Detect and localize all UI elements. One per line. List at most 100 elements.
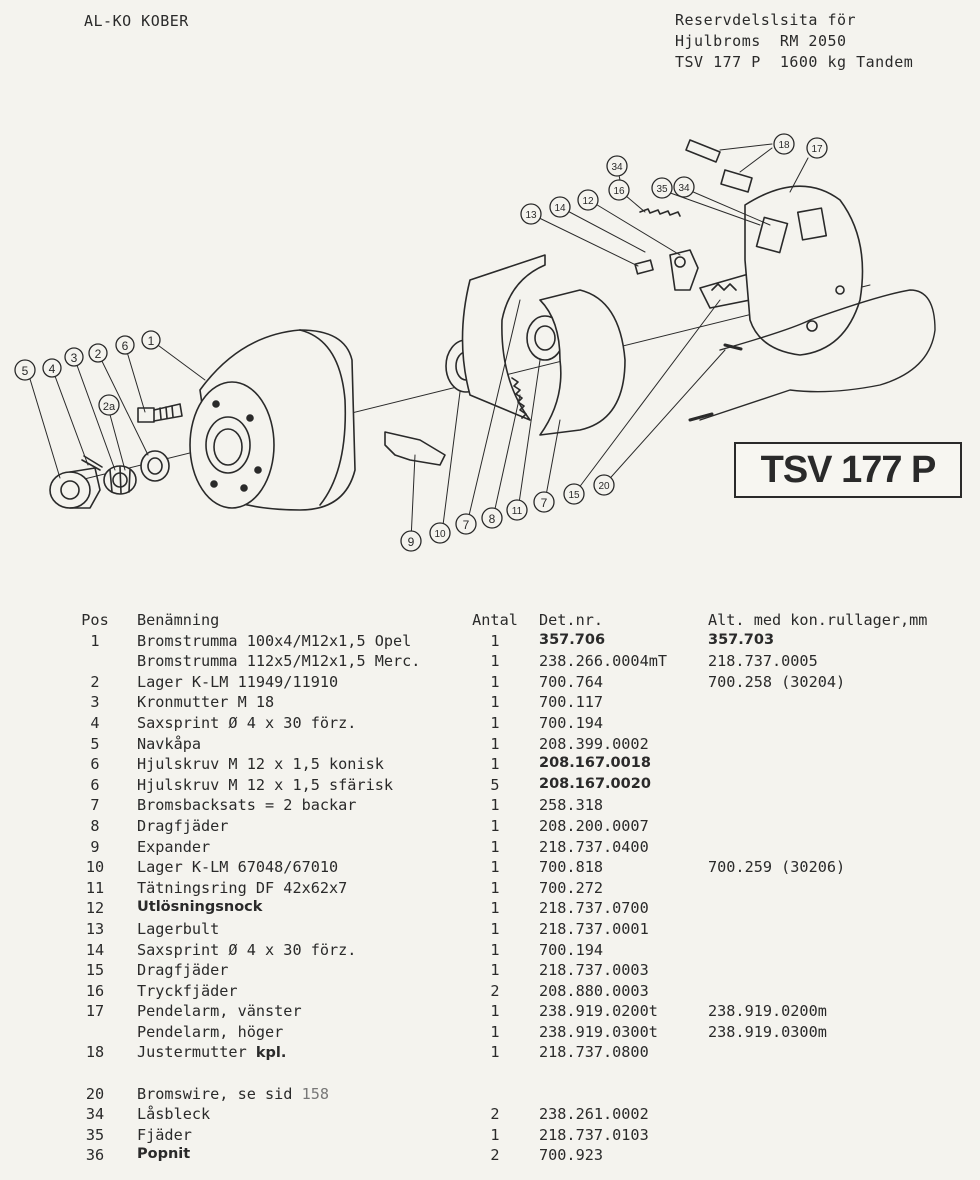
svg-text:7: 7 [541,496,548,510]
backplate-part [744,185,864,356]
part-pos: 2 [90,672,100,691]
part-qty: 1 [490,631,500,650]
part-pos: 34 [85,1105,105,1124]
spring-part-8 [511,377,527,419]
callout-5: 5 [14,359,36,381]
part-pos: 15 [85,961,105,980]
part-det-nr: 700.923 [539,1146,604,1165]
part-alt-nr: 357.703 [708,631,775,648]
release-cam-part [634,249,699,291]
svg-text:5: 5 [22,364,29,378]
header-line-2: Hjulbroms RM 2050 [675,32,847,50]
part-det-nr: 218.737.0103 [539,1125,649,1144]
callout-14: 14 [549,196,571,218]
part-det-nr: 238.919.0200t [539,1002,658,1021]
part-qty: 2 [490,1146,500,1165]
part-name: Låsbleck [137,1105,211,1124]
header-alt: Alt. med kon.rullager,mm [708,611,928,629]
callout-8: 8 [481,507,503,529]
part-det-nr: 208.399.0002 [539,734,649,753]
part-name: Bromswire, se sid 158 [137,1085,329,1103]
part-pos: 35 [85,1125,105,1144]
model-label-box: TSV 177 P [734,442,962,498]
part-name: Pendelarm, vänster [137,1002,302,1021]
svg-text:20: 20 [598,481,610,492]
part-qty: 1 [490,672,500,691]
part-qty: 2 [490,1105,500,1124]
part-det-nr: 208.200.0007 [539,816,649,835]
part-name: Hjulskruv M 12 x 1,5 konisk [137,755,384,774]
part-det-nr: 218.737.0003 [539,961,649,980]
part-pos: 12 [85,899,105,918]
crown-nut-part [103,465,137,495]
callout-34a: 34 [606,155,628,177]
svg-text:3: 3 [71,351,78,365]
part-alt-nr: 238.919.0300m [708,1022,827,1041]
part-name: Bromsbacksats = 2 backar [137,796,357,815]
part-det-nr: 700.818 [539,858,604,877]
part-qty: 1 [490,796,500,815]
part-det-nr: 238.266.0004mT [539,652,668,671]
svg-text:34: 34 [611,162,623,173]
part-det-nr: 218.737.0400 [539,837,649,856]
callout-16: 16 [608,179,630,201]
part-qty: 1 [490,919,500,938]
callout-15: 15 [563,483,585,505]
pressure-spring-part [639,208,681,217]
part-pos: 36 [85,1146,105,1165]
part-qty: 1 [490,1002,500,1021]
callout-7a: 7 [455,513,477,535]
part-name: Tryckfjäder [137,981,238,1000]
part-name: Justermutter kpl. [137,1043,286,1061]
page-reference: 158 [301,1084,330,1103]
part-pos: 3 [90,693,100,712]
callout-18: 18 [773,133,795,155]
part-det-nr: 218.737.0800 [539,1043,649,1062]
part-qty: 1 [490,878,500,897]
part-name: Dragfjäder [137,961,229,980]
part-name: Tätningsring DF 42x62x7 [137,878,348,897]
part-qty: 1 [490,1022,500,1041]
part-det-nr: 218.737.0001 [539,919,649,938]
small-bearing-part [140,450,170,482]
part-pos: 11 [85,878,105,897]
brake-cable-part [699,289,936,421]
part-qty: 1 [490,734,500,753]
part-qty: 1 [490,961,500,980]
part-pos: 6 [90,755,100,774]
part-alt-nr: 700.259 (30206) [708,858,846,877]
part-pos: 6 [90,775,100,794]
callout-12: 12 [577,189,599,211]
header-pos: Pos [81,611,109,629]
svg-text:4: 4 [49,362,56,376]
part-qty: 1 [490,693,500,712]
leader-lines [29,143,809,541]
part-qty: 1 [490,858,500,877]
callout-10: 10 [429,522,451,544]
part-name: Hjulskruv M 12 x 1,5 sfärisk [137,775,394,794]
svg-text:7: 7 [463,518,470,532]
part-name: Pendelarm, höger [137,1022,284,1041]
part-det-nr: 700.194 [539,713,604,732]
callout-13: 13 [520,203,542,225]
part-name: Expander [137,837,211,856]
part-qty: 1 [490,940,500,959]
callout-35: 35 [651,177,673,199]
header-qty: Antal [472,611,518,629]
parts-table-header: Pos Benämning Antal Det.nr. Alt. med kon… [80,611,970,632]
callout-2: 2 [88,343,108,363]
